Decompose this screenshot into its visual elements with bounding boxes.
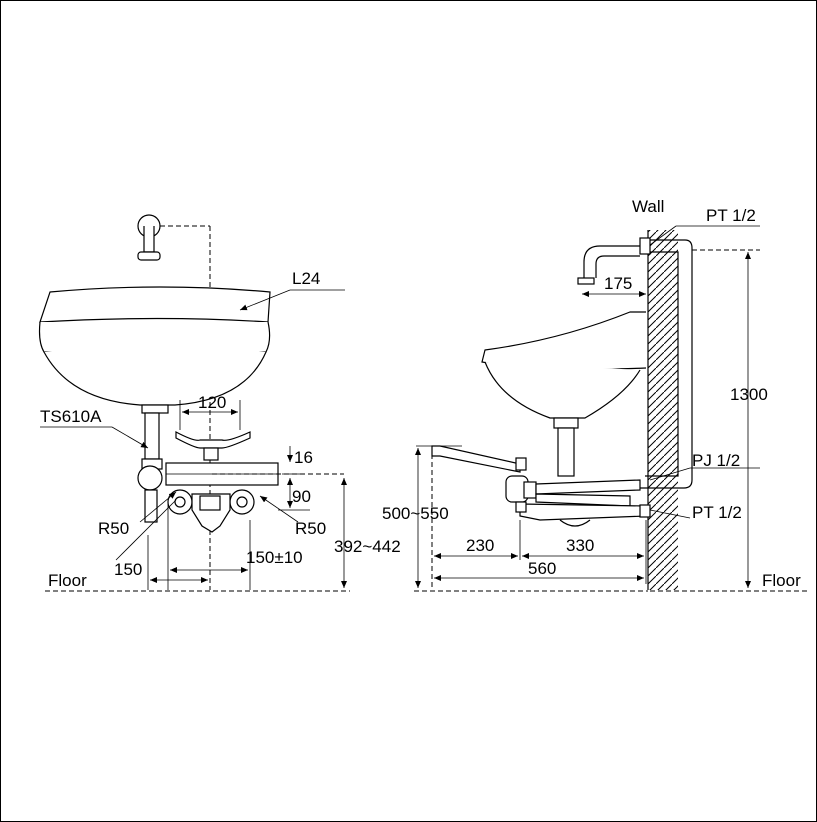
dim-230: 230 [466, 536, 494, 555]
pj-label: PJ 1/2 [692, 451, 740, 470]
basin-model-label: L24 [292, 269, 320, 288]
dim-16: 16 [294, 448, 313, 467]
floor-right-label: Floor [762, 571, 801, 590]
dim-500-550: 500~550 [382, 504, 449, 523]
dim-150-pm10: 150±10 [246, 548, 303, 567]
front-view [38, 214, 350, 592]
wall-label: Wall [632, 197, 664, 216]
dim-560: 560 [528, 559, 556, 578]
dim-175: 175 [604, 274, 632, 293]
dim-392-442: 392~442 [334, 537, 401, 556]
dim-330: 330 [566, 536, 594, 555]
drain-pipe-front [137, 412, 163, 523]
wall-hatch [648, 230, 678, 590]
basin-front [38, 286, 271, 414]
radius-right-label: R50 [295, 519, 326, 538]
pt-top-label: PT 1/2 [706, 206, 756, 225]
radius-left-label: R50 [98, 519, 129, 538]
dim-120: 120 [198, 393, 226, 412]
valve-model-label: TS610A [40, 407, 102, 426]
dim-1300: 1300 [730, 385, 768, 404]
side-view [414, 225, 810, 592]
floor-left-label: Floor [48, 571, 87, 590]
dim-150-left: 150 [114, 560, 142, 579]
wall-faucet-front [137, 214, 210, 261]
basin-side [481, 311, 647, 477]
pedal-side [431, 445, 651, 527]
pt-bottom-label: PT 1/2 [692, 503, 742, 522]
dim-90: 90 [292, 487, 311, 506]
pedal-valve-front [165, 431, 279, 533]
